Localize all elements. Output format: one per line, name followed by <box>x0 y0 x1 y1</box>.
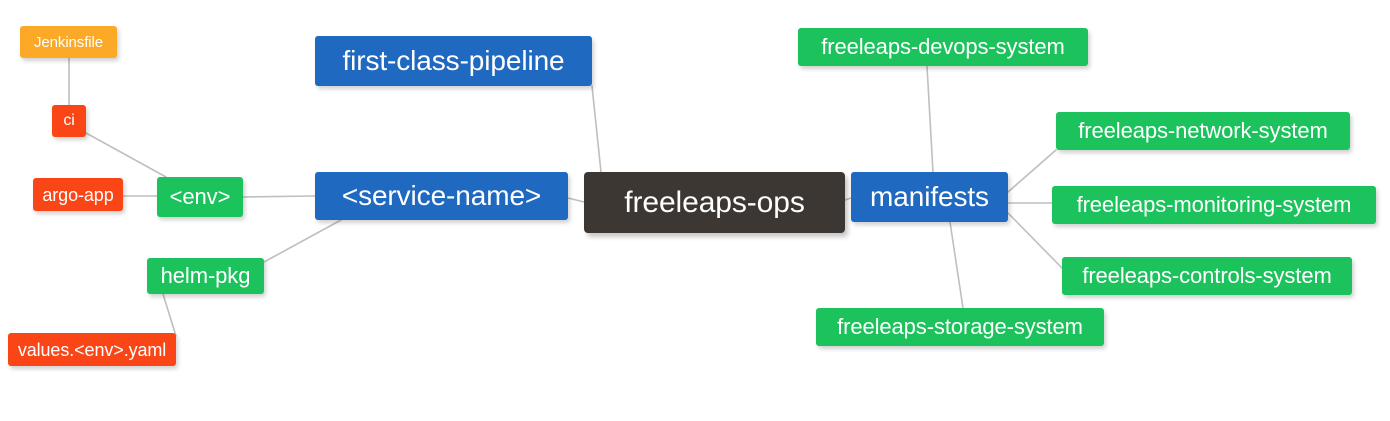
node-env[interactable]: <env> <box>157 177 243 217</box>
node-values-env-yaml[interactable]: values.<env>.yaml <box>8 333 176 366</box>
node-label: freeleaps-controls-system <box>1082 263 1332 288</box>
edge-freeleaps-ops-to-first-class-pipeline <box>591 85 602 173</box>
node-freeleaps-storage-system[interactable]: freeleaps-storage-system <box>816 308 1104 346</box>
node-label: helm-pkg <box>160 263 251 288</box>
node-label: freeleaps-devops-system <box>821 34 1065 59</box>
node-freeleaps-controls-system[interactable]: freeleaps-controls-system <box>1062 257 1352 295</box>
node-freeleaps-ops[interactable]: freeleaps-ops <box>584 172 845 233</box>
node-label: values.<env>.yaml <box>17 339 167 360</box>
node-ci[interactable]: ci <box>52 105 86 137</box>
edge-freeleaps-ops-to-service-name <box>567 197 585 203</box>
node-freeleaps-network-system[interactable]: freeleaps-network-system <box>1056 112 1350 150</box>
node-label: <env> <box>169 184 231 209</box>
node-freeleaps-monitoring-system[interactable]: freeleaps-monitoring-system <box>1052 186 1376 224</box>
edge-manifests-to-freeleaps-storage-system <box>949 221 964 309</box>
node-manifests[interactable]: manifests <box>851 172 1008 222</box>
node-label: <service-name> <box>341 180 542 211</box>
node-freeleaps-devops-system[interactable]: freeleaps-devops-system <box>798 28 1088 66</box>
edge-service-name-to-helm-pkg <box>263 219 342 263</box>
edge-env-to-ci <box>85 132 167 178</box>
node-label: freeleaps-storage-system <box>837 314 1083 339</box>
node-service-name[interactable]: <service-name> <box>315 172 568 220</box>
edge-manifests-to-freeleaps-network-system <box>1007 149 1057 193</box>
node-label: first-class-pipeline <box>342 45 565 76</box>
node-first-class-pipeline[interactable]: first-class-pipeline <box>315 36 592 86</box>
node-argo-app[interactable]: argo-app <box>33 178 123 211</box>
node-label: freeleaps-monitoring-system <box>1076 192 1352 217</box>
node-helm-pkg[interactable]: helm-pkg <box>147 258 264 294</box>
node-label: freeleaps-network-system <box>1078 118 1328 143</box>
edge-service-name-to-env <box>242 195 316 198</box>
edge-helm-pkg-to-values-env-yaml <box>162 293 177 337</box>
node-label: ci <box>63 112 75 129</box>
node-label: manifests <box>870 181 989 212</box>
edge-manifests-to-freeleaps-devops-system <box>926 65 934 173</box>
node-jenkinsfile[interactable]: Jenkinsfile <box>20 26 117 58</box>
node-label: argo-app <box>42 184 114 205</box>
node-label: freeleaps-ops <box>624 185 805 219</box>
node-label: Jenkinsfile <box>34 33 103 51</box>
